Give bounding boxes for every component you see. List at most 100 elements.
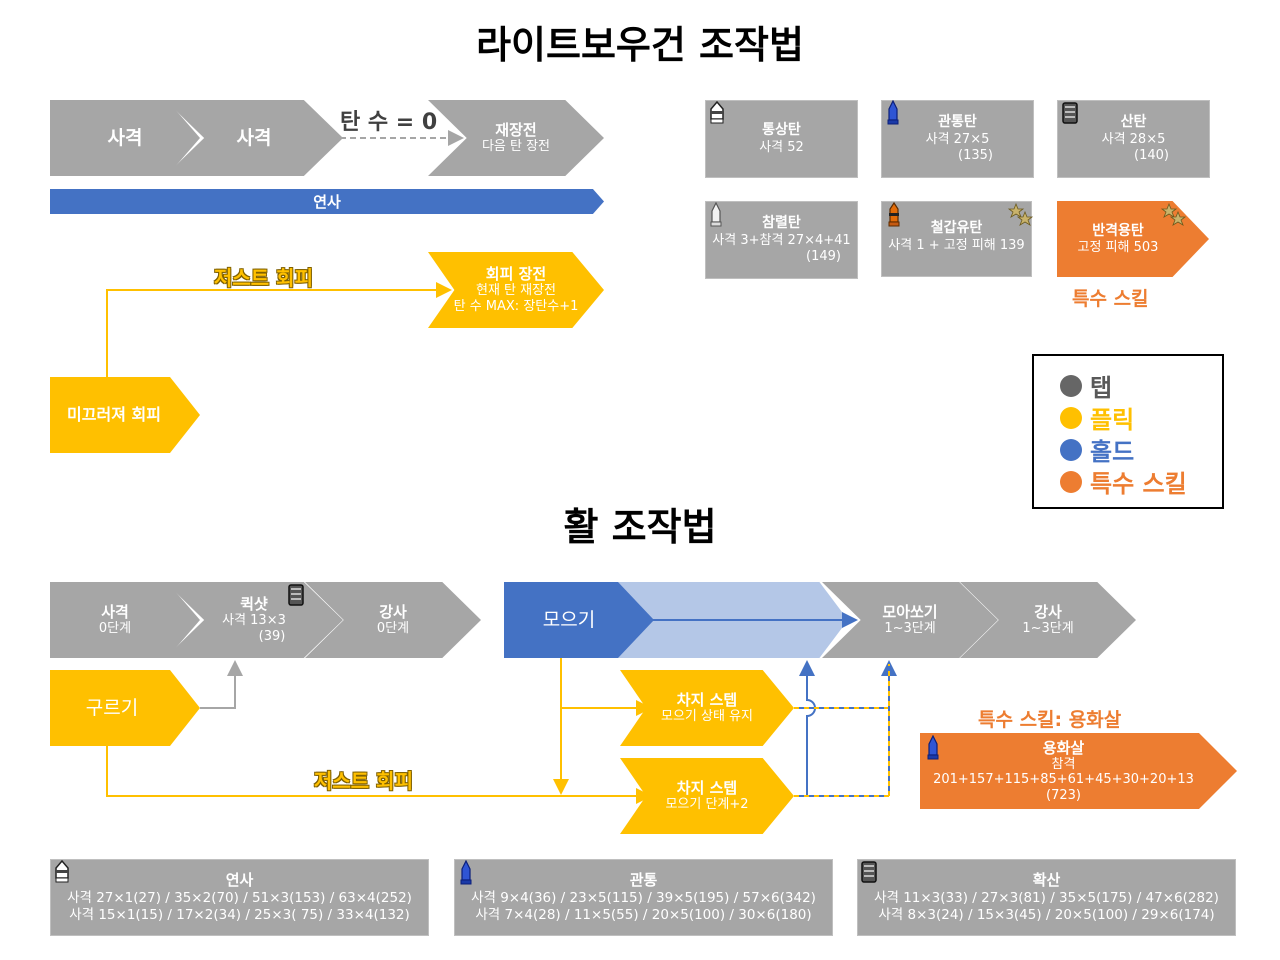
legend: 탭 플릭 홀드 특수 스킬	[1032, 354, 1224, 509]
ammo-box: 산탄 사격 28×5 (140)	[1057, 100, 1210, 178]
ammo-zero-label: 탄 수 = 0	[340, 110, 438, 135]
bottom-box-title: 연사	[225, 871, 254, 890]
ammo-box: 철갑유탄 사격 1 + 고정 피해 139	[881, 201, 1032, 277]
lbg-rapid-label: 연사	[313, 192, 341, 211]
legend-label: 홀드	[1090, 438, 1135, 466]
spread-ammo-icon	[1062, 102, 1078, 124]
lbg-slide-evade-label: 미끄러져 회피	[67, 405, 161, 425]
legend-item: 홀드	[1060, 432, 1134, 467]
lbg-evade-reload-line1: 현재 탄 재장전	[475, 283, 557, 299]
hold-dot-icon	[1060, 438, 1082, 461]
bow-special-label: 특수 스킬: 용화살	[978, 709, 1122, 731]
bow-charge-step-1: 차지 스텝 모으기 상태 유지	[620, 670, 794, 746]
ammo-name: 관통탄	[938, 114, 977, 130]
lbg-just-evade-label: 저스트 회피	[214, 266, 313, 290]
page-title-lightbowgun: 라이트보우건 조작법	[476, 23, 804, 67]
bow-roll-label: 구르기	[85, 696, 139, 719]
bow-charge-fire: 모아쏘기 1~3단계	[822, 582, 998, 658]
legend-label: 플릭	[1090, 406, 1135, 434]
slicing-ammo-icon	[710, 202, 722, 227]
legend-item: 탭	[1060, 368, 1112, 403]
bow-charge-label: 모으기	[542, 608, 596, 631]
bottom-box-pierce: 관통 사격 9×4(36) / 23×5(115) / 39×5(195) / …	[454, 859, 833, 936]
special-skill-label: 특수 스킬	[1072, 288, 1149, 310]
bow-dragon-title: 용화살	[1042, 738, 1085, 757]
bottom-box-spread: 확산 사격 11×3(33) / 27×3(81) / 35×5(175) / …	[857, 859, 1236, 936]
normal-ammo-icon	[55, 860, 69, 883]
bow-dragon-sub: 참격 201+157+115+85+61+45+30+20+13	[933, 756, 1194, 788]
ammo-line1: 사격 52	[759, 139, 804, 155]
legend-label: 탭	[1090, 374, 1113, 402]
flick-dot-icon	[1060, 406, 1082, 429]
pierce-ammo-icon	[460, 860, 472, 885]
bow-just-evade-label: 저스트 회피	[314, 769, 413, 793]
bow-fire-sub: 0단계	[98, 621, 132, 637]
bow-step1-title: 차지 스텝	[676, 691, 738, 710]
ammo-name: 통상탄	[762, 122, 801, 139]
ammo-name: 산탄	[1120, 114, 1147, 130]
bow-roll: 구르기	[50, 670, 200, 746]
bow-charge-step-2: 차지 스텝 모으기 단계+2	[620, 758, 794, 834]
bottom-box-line1: 사격 9×4(36) / 23×5(115) / 39×5(195) / 57×…	[471, 890, 816, 906]
ammo-line2: (140)	[1134, 147, 1169, 163]
lbg-fire-1: 사격	[50, 100, 200, 176]
ammo-line2: (135)	[958, 147, 993, 163]
legend-item: 특수 스킬	[1060, 464, 1187, 499]
ammo-box: 통상탄 사격 52	[705, 100, 858, 178]
lbg-evade-reload-title: 회피 장전	[485, 265, 547, 284]
lbg-slide-evade: 미끄러져 회피	[50, 377, 200, 453]
lbg-reload-title: 재장전	[495, 121, 537, 140]
ammo-name: 반격용탄	[1092, 222, 1144, 239]
star-icon	[1160, 203, 1186, 226]
lbg-evade-reload: 회피 장전 현재 탄 재장전 탄 수 MAX: 장탄수+1	[428, 252, 604, 328]
bottom-box-line1: 사격 27×1(27) / 35×2(70) / 51×3(153) / 63×…	[67, 890, 412, 906]
bottom-box-line2: 사격 8×3(24) / 15×3(45) / 20×5(100) / 29×6…	[878, 906, 1215, 923]
legend-label: 특수 스킬	[1090, 470, 1187, 498]
bow-quickshot-title: 퀵샷	[240, 595, 268, 614]
bow-strong-2-title: 강사	[1034, 603, 1062, 622]
normal-ammo-icon	[710, 101, 724, 124]
ammo-box: 참렬탄 사격 3+참격 27×4+41 (149)	[705, 201, 858, 279]
bow-strong-2-sub: 1~3단계	[1022, 621, 1074, 637]
armor-pierce-ammo-icon	[888, 202, 900, 227]
lbg-reload-sub: 다음 탄 장전	[481, 139, 551, 155]
bottom-box-line2: 사격 7×4(28) / 11×5(55) / 20×5(100) / 30×6…	[475, 906, 812, 923]
star-icon	[1007, 203, 1033, 226]
page-title-bow: 활 조작법	[563, 505, 717, 549]
ammo-line1: 사격 3+참격 27×4+41	[712, 232, 851, 248]
lbg-evade-reload-line2: 탄 수 MAX: 장탄수+1	[453, 299, 579, 314]
pierce-ammo-icon	[927, 735, 939, 760]
lbg-fire-1-label: 사격	[107, 126, 143, 149]
bow-quickshot: 퀵샷 사격 13×3 (39)	[165, 582, 343, 658]
lbg-fire-2-label: 사격	[236, 126, 272, 149]
ammo-box: 관통탄 사격 27×5 (135)	[881, 100, 1034, 178]
spread-ammo-icon	[288, 584, 304, 606]
ammo-box-counter: 반격용탄 고정 피해 503	[1057, 201, 1209, 277]
ammo-line1: 사격 1 + 고정 피해 139	[888, 237, 1025, 253]
bow-step2-title: 차지 스텝	[676, 779, 738, 798]
bow-fire: 사격 0단계	[50, 582, 200, 658]
bottom-box-rapid: 연사 사격 27×1(27) / 35×2(70) / 51×3(153) / …	[50, 859, 429, 936]
bow-dragon-note: (723)	[1046, 787, 1081, 803]
bow-step2-sub: 모으기 단계+2	[665, 797, 749, 813]
ammo-line1: 사격 27×5	[925, 131, 990, 147]
bottom-box-title: 확산	[1032, 871, 1061, 890]
bottom-box-line1: 사격 11×3(33) / 27×3(81) / 35×5(175) / 47×…	[874, 890, 1219, 906]
bow-fire-title: 사격	[101, 603, 129, 622]
bow-charge-fire-sub: 1~3단계	[884, 621, 936, 637]
ammo-line2: (149)	[806, 248, 841, 264]
bow-step1-sub: 모으기 상태 유지	[661, 709, 753, 725]
special-dot-icon	[1060, 470, 1082, 493]
legend-item: 플릭	[1060, 400, 1134, 435]
bow-strong-sub: 0단계	[376, 621, 410, 637]
tap-dot-icon	[1060, 374, 1082, 397]
ammo-name: 참렬탄	[762, 215, 801, 231]
bow-dragon-arrow: 용화살 참격 201+157+115+85+61+45+30+20+13 (72…	[920, 733, 1237, 809]
bow-charge-fire-title: 모아쏘기	[882, 603, 938, 622]
bow-quickshot-note: (39)	[258, 629, 286, 644]
ammo-line1: 고정 피해 503	[1077, 239, 1159, 255]
ammo-name: 철갑유탄	[930, 220, 983, 236]
spread-ammo-icon	[861, 861, 877, 883]
bottom-box-line2: 사격 15×1(15) / 17×2(34) / 25×3( 75) / 33×…	[69, 906, 410, 923]
